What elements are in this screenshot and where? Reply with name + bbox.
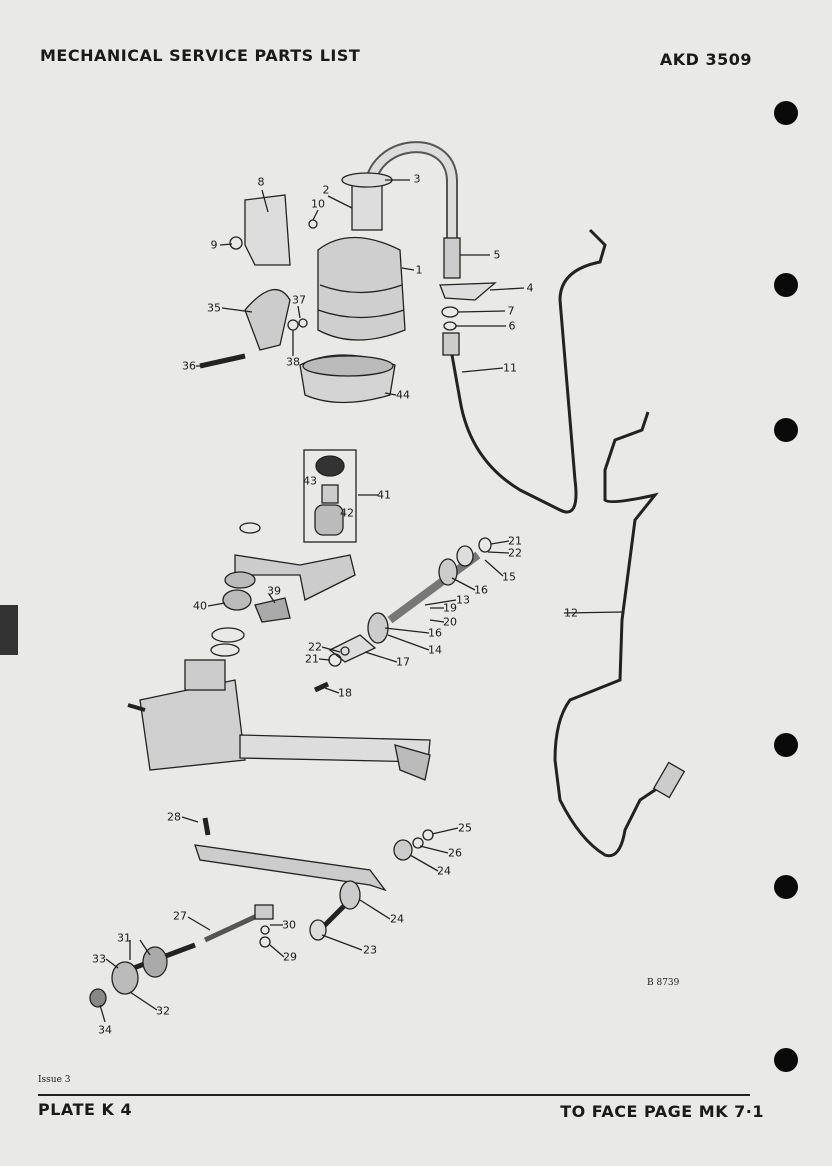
callout-16: 16: [474, 583, 488, 597]
callout-11: 11: [503, 361, 517, 375]
punch-hole: [774, 273, 798, 297]
issue-label: Issue 3: [38, 1075, 71, 1085]
callout-23: 23: [363, 943, 377, 957]
callout-17: 17: [396, 655, 410, 669]
callout-9: 9: [210, 238, 218, 252]
callout-14: 14: [428, 643, 442, 657]
callout-1: 1: [415, 263, 423, 277]
callout-41: 41: [377, 488, 391, 502]
callout-30: 30: [282, 918, 296, 932]
callout-2: 2: [322, 183, 330, 197]
page-edge-tab: [0, 605, 18, 655]
callout-39: 39: [267, 584, 281, 598]
callout-3: 3: [413, 172, 421, 186]
callout-42: 42: [340, 506, 354, 520]
callout-5: 5: [493, 248, 501, 262]
callout-21: 21: [508, 534, 522, 548]
callout-18: 18: [338, 686, 352, 700]
face-page-label: TO FACE PAGE MK 7·1: [560, 1102, 764, 1121]
callout-44: 44: [396, 388, 410, 402]
drawing-reference: B 8739: [647, 978, 680, 988]
callout-25: 25: [458, 821, 472, 835]
callout-7: 7: [507, 304, 515, 318]
callout-29: 29: [283, 950, 297, 964]
callout-16b: 16: [428, 626, 442, 640]
callout-35: 35: [207, 301, 221, 315]
plate-label: PLATE K 4: [38, 1100, 133, 1119]
callout-4: 4: [526, 281, 534, 295]
punch-hole: [774, 1048, 798, 1072]
punch-hole: [774, 733, 798, 757]
callout-22: 22: [508, 546, 522, 560]
callout-36: 36: [182, 359, 196, 373]
callout-21b: 21: [305, 652, 319, 666]
callout-43: 43: [303, 474, 317, 488]
header-title: MECHANICAL SERVICE PARTS LIST: [40, 46, 361, 65]
callout-10: 10: [311, 197, 325, 211]
callout-24: 24: [437, 864, 451, 878]
callout-13: 13: [456, 593, 470, 607]
punch-hole: [774, 418, 798, 442]
callout-40: 40: [193, 599, 207, 613]
callout-32: 32: [156, 1004, 170, 1018]
header-code: AKD 3509: [659, 50, 752, 69]
callout-28: 28: [167, 810, 181, 824]
callout-27: 27: [173, 909, 187, 923]
callout-26: 26: [448, 846, 462, 860]
punch-hole: [774, 101, 798, 125]
callout-8: 8: [257, 175, 265, 189]
callout-31: 31: [117, 931, 131, 945]
callout-38: 38: [286, 355, 300, 369]
punch-hole: [774, 875, 798, 899]
callout-37: 37: [292, 293, 306, 307]
callout-34: 34: [98, 1023, 112, 1037]
footer-rule: [38, 1094, 750, 1096]
callout-12: 12: [564, 606, 578, 620]
callout-24b: 24: [390, 912, 404, 926]
callout-19: 19: [443, 601, 457, 615]
callout-6: 6: [508, 319, 516, 333]
callout-33: 33: [92, 952, 106, 966]
callout-15: 15: [502, 570, 516, 584]
callout-20: 20: [443, 615, 457, 629]
callout-22b: 22: [308, 640, 322, 654]
